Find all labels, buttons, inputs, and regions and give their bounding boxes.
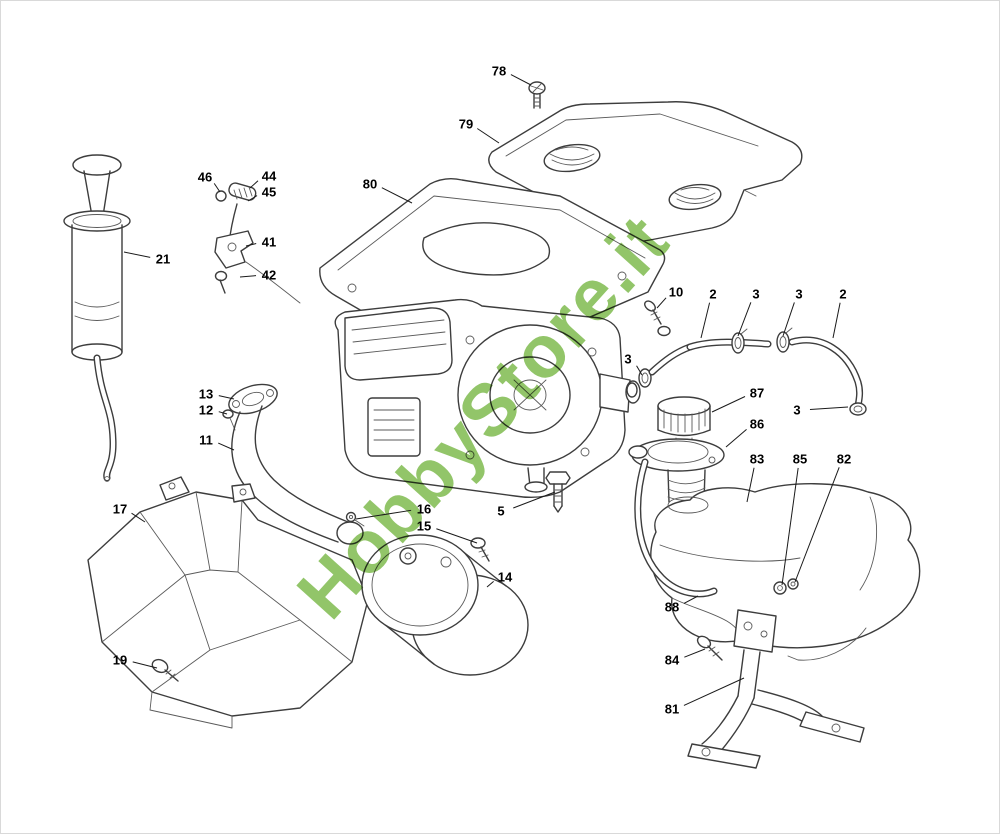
part-label-15: 15 [417,519,431,534]
cover-screw [528,81,546,109]
part-label-88: 88 [665,600,679,615]
shroud-stud [345,511,365,527]
part-label-46: 46 [198,170,212,185]
linkage-nut [215,190,227,202]
tank-bracket [687,609,865,769]
leader-line-11 [218,442,235,451]
leader-line-21 [123,251,151,258]
part-label-45: 45 [262,185,276,200]
part-label-84: 84 [665,653,680,668]
leader-line-86 [725,428,747,448]
part-label-79: 79 [459,117,473,132]
label-plate [367,397,421,457]
leader-line-42 [239,275,257,278]
part-label-78: 78 [492,64,506,79]
part-label-3: 3 [752,287,759,302]
leader-line-3 [737,302,752,337]
part-label-10: 10 [669,285,683,300]
part-label-12: 12 [199,403,213,418]
part-label-85: 85 [793,452,807,467]
leader-line-2 [832,302,841,339]
part-label-83: 83 [750,452,764,467]
hose-clamp-right [849,402,867,416]
part-label-41: 41 [262,235,276,250]
leader-line-3 [636,365,643,376]
fuel-tank [650,483,921,649]
leader-line-87 [711,396,746,413]
governor-linkage [214,182,301,304]
fuel-hoses [626,327,867,416]
leader-line-14 [486,580,494,588]
part-label-19: 19 [113,653,127,668]
linkage-bracket [214,230,254,269]
leader-line-45 [247,195,258,202]
shroud-screw [151,658,179,682]
hose-clamp-engine [638,368,652,388]
leader-line-88 [683,595,699,604]
leader-line-44 [249,180,259,189]
leader-line-12 [218,411,228,415]
part-label-3: 3 [793,403,800,418]
part-label-17: 17 [113,502,127,517]
part-label-81: 81 [665,702,679,717]
part-label-11: 11 [199,433,213,448]
part-label-80: 80 [363,177,377,192]
vent-left-icon [543,143,601,173]
part-label-16: 16 [417,502,431,517]
leader-line-13 [218,395,235,400]
leader-line-83 [746,467,755,503]
engine-assembly [334,298,641,499]
vent-right-icon [668,183,722,211]
leader-line-82 [794,467,840,583]
leader-line-84 [684,648,706,658]
part-label-2: 2 [709,287,716,302]
leader-line-80 [381,187,413,204]
leader-line-19 [132,661,158,669]
oil-syringe [63,154,131,482]
leader-line-85 [781,467,799,586]
leader-line-10 [656,297,667,309]
part-label-3: 3 [795,287,802,302]
part-label-5: 5 [497,504,504,519]
leader-line-46 [213,183,221,193]
part-label-2: 2 [839,287,846,302]
part-label-44: 44 [262,169,277,184]
part-label-86: 86 [750,417,764,432]
muffler [361,534,529,676]
leader-line-16 [355,509,412,520]
leader-line-2 [700,302,711,339]
fuel-fitting [644,300,671,337]
leader-line-3 [809,406,849,410]
part-label-42: 42 [262,268,276,283]
engine-bolt [545,471,571,513]
leader-line-81 [683,677,745,706]
fuel-cap-base [628,438,725,503]
muffler-bolt [470,537,490,562]
leader-line-3 [782,302,795,337]
vent-hose [634,458,718,598]
carburetor [599,373,631,413]
part-label-14: 14 [498,570,513,585]
leader-line-78 [510,74,532,86]
leader-line-79 [476,128,500,144]
bracket-screw [696,635,723,661]
air-filter-cover [344,307,453,381]
exhaust-pipe [222,383,364,545]
part-label-13: 13 [199,387,213,402]
part-label-21: 21 [156,252,170,267]
part-label-82: 82 [837,452,851,467]
leader-line-41 [245,243,257,247]
fuel-cap [657,396,711,445]
leader-line-17 [131,512,146,523]
part-label-3: 3 [624,352,631,367]
leader-line-5 [513,491,556,509]
part-label-87: 87 [750,386,764,401]
hose-clamp-left [731,332,745,354]
leader-line-15 [436,528,478,544]
